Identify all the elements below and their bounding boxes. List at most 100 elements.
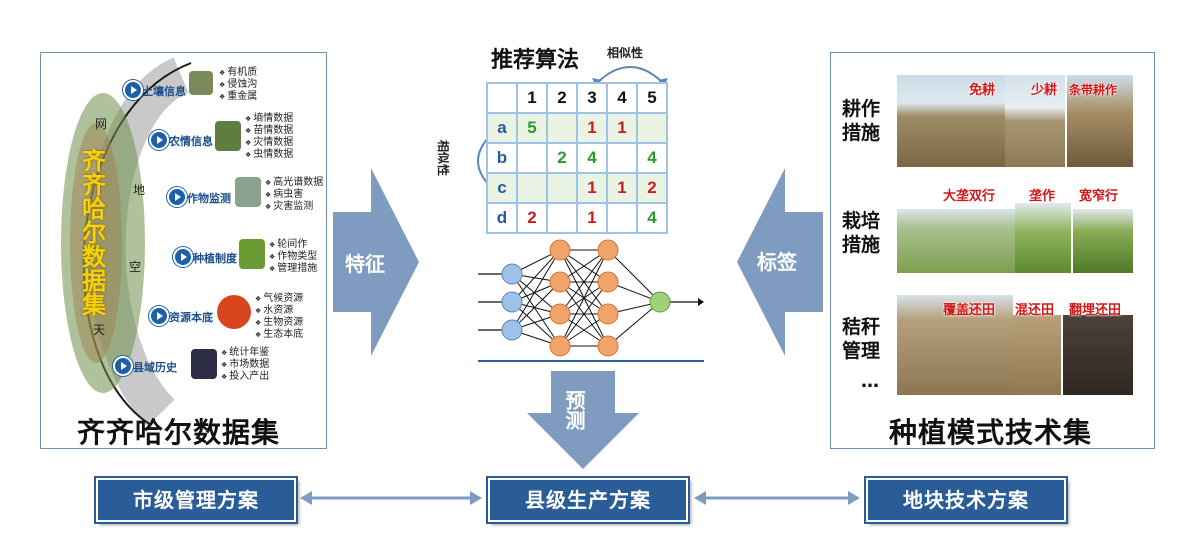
nn-output-arrowhead — [698, 298, 704, 306]
matrix-cell: 2 — [516, 202, 548, 234]
nn-node — [549, 335, 571, 357]
left-panel-title: 齐齐哈尔数据集 — [77, 416, 281, 449]
arc-char-net: 网 — [95, 117, 108, 131]
right-panel: 耕作措施 免耕 少耕 条带耕作 栽培措施 大垄双行 垄作 宽窄行 秸秆管理 … … — [830, 52, 1155, 449]
bottom-connector-left — [300, 491, 482, 505]
nn-node — [597, 271, 619, 293]
nn-node — [549, 303, 571, 325]
matrix-cell — [516, 142, 548, 174]
tillage-photo-1 — [897, 75, 1005, 167]
soil-thumb — [189, 71, 213, 95]
neural-network — [478, 239, 704, 362]
nn-edge — [607, 249, 661, 303]
matrix-cell — [606, 142, 638, 174]
nn-node — [501, 263, 523, 285]
matrix-col-header: 3 — [576, 82, 608, 114]
nn-edge — [511, 273, 561, 347]
sky-ground-arc — [61, 57, 192, 427]
tag-less-till: 少耕 — [1031, 83, 1058, 98]
nn-node — [501, 291, 523, 313]
tag-strip-till: 条带耕作 — [1069, 83, 1118, 97]
field-plan-box[interactable]: 地块技术方案 — [866, 478, 1066, 522]
category-label-tillage: 耕作措施 — [841, 98, 880, 144]
tillage-photo-3 — [1067, 75, 1133, 167]
play-icon — [149, 130, 169, 150]
matrix-cell — [546, 202, 578, 234]
matrix-col-header: 1 — [516, 82, 548, 114]
matrix-cell: 2 — [546, 142, 578, 174]
matrix-cell: 4 — [636, 202, 668, 234]
category-label-cultivation: 栽培措施 — [841, 210, 880, 256]
arc-char-sky: 天 — [93, 323, 106, 337]
matrix-cell — [546, 172, 578, 204]
ellipsis: … — [861, 371, 879, 392]
feature-arrow — [333, 168, 419, 356]
matrix-col-header: 2 — [546, 82, 578, 114]
tag-ridge: 垄作 — [1029, 189, 1056, 204]
item-label: 种植制度 — [193, 252, 237, 265]
play-icon — [113, 356, 133, 376]
matrix-col-header: 5 — [636, 82, 668, 114]
item-label: 县域历史 — [133, 361, 177, 374]
nn-node — [549, 271, 571, 293]
item-bullets: 统计年鉴 市场数据 投入产出 — [221, 347, 269, 383]
matrix-corner — [486, 82, 518, 114]
nn-edge — [559, 281, 609, 347]
nn-node — [501, 319, 523, 341]
matrix-row-label: b — [486, 142, 518, 174]
matrix-row-label: a — [486, 112, 518, 144]
matrix-cell — [606, 202, 638, 234]
item-label: 土壤信息 — [142, 85, 186, 98]
tag-no-till: 免耕 — [969, 83, 996, 98]
matrix-header-row: 1 2 3 4 5 — [486, 82, 668, 114]
tag-plow-return: 翻埋还田 — [1069, 303, 1122, 318]
similarity-top-arrow — [592, 66, 668, 86]
label-text: 标签 — [757, 250, 797, 274]
nn-edge — [559, 249, 609, 347]
nn-node — [597, 335, 619, 357]
play-icon — [173, 247, 193, 267]
cultivation-photo-2 — [1015, 203, 1071, 273]
item-bullets: 有机质 侵蚀沟 重金属 — [219, 67, 257, 103]
arc-char-ground: 地 — [133, 183, 146, 197]
crop-thumb — [215, 121, 241, 151]
matrix-table: 1 2 3 4 5 a 5 1 1 b 2 4 4 c 1 1 — [486, 82, 668, 234]
city-plan-box[interactable]: 市级管理方案 — [96, 478, 296, 522]
arc-char-air: 空 — [129, 260, 142, 274]
nn-node — [597, 303, 619, 325]
county-plan-box[interactable]: 县级生产方案 — [488, 478, 688, 522]
matrix-cell — [636, 112, 668, 144]
right-panel-title: 种植模式技术集 — [889, 416, 1093, 449]
tillage-photo-2 — [1005, 75, 1065, 167]
matrix-cell: 4 — [636, 142, 668, 174]
similarity-left-label: 相似性 — [436, 140, 450, 177]
matrix-cell: 1 — [576, 202, 608, 234]
nn-edge — [511, 249, 561, 303]
item-label: 农情信息 — [169, 135, 213, 148]
tag-double-row: 大垄双行 — [943, 189, 996, 204]
matrix-cell: 5 — [516, 112, 548, 144]
matrix-cell — [516, 172, 548, 204]
item-label: 作物监测 — [187, 192, 231, 205]
matrix-cell: 4 — [576, 142, 608, 174]
play-icon — [167, 187, 187, 207]
straw-photo-3 — [1063, 315, 1133, 395]
nn-edge — [511, 249, 561, 331]
straw-photo-2 — [1013, 315, 1061, 395]
matrix-col-header: 4 — [606, 82, 638, 114]
straw-photo-1 — [897, 295, 1013, 395]
category-label-straw: 秸秆管理 — [841, 316, 880, 362]
matrix-row: d 2 1 4 — [486, 202, 668, 234]
matrix-row: b 2 4 4 — [486, 142, 668, 174]
nn-edge — [607, 301, 661, 347]
matrix-row-label: d — [486, 202, 518, 234]
item-label: 资源本底 — [169, 311, 213, 324]
feature-label: 特征 — [345, 252, 385, 276]
matrix-cell: 2 — [636, 172, 668, 204]
left-panel: 齐 齐 哈 尔 数 据 集 网 地 空 天 土壤信息 有机质 侵蚀沟 重金属 农… — [40, 52, 327, 449]
nn-edge — [559, 249, 609, 315]
matrix-cell — [546, 112, 578, 144]
matrix-cell: 1 — [606, 112, 638, 144]
tag-mix-return: 混还田 — [1015, 303, 1055, 318]
predict-arrow — [527, 371, 639, 469]
